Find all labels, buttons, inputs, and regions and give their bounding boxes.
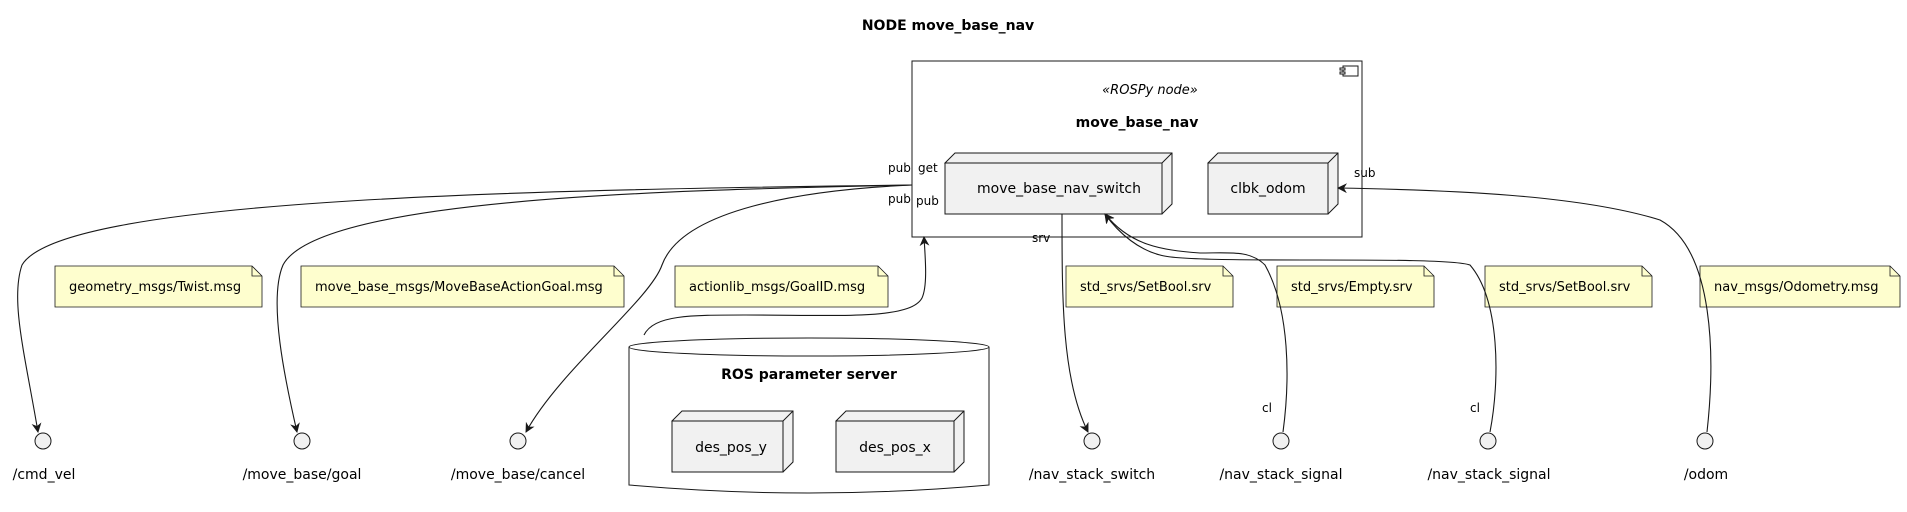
note-label: nav_msgs/Odometry.msg <box>1714 280 1878 295</box>
topic-label: /nav_stack_signal <box>1427 467 1550 483</box>
edge-cl-nav-stack-signal-2 <box>1104 213 1497 433</box>
topic-move-base-cancel: /move_base/cancel <box>451 432 585 483</box>
topic-nav-stack-switch: /nav_stack_switch <box>1029 432 1155 483</box>
topic-label: /cmd_vel <box>13 467 76 483</box>
param-des-pos-y: des_pos_y <box>671 410 794 473</box>
note-label: move_base_msgs/MoveBaseActionGoal.msg <box>315 280 603 295</box>
edge-label-pub-1: pub <box>888 161 911 175</box>
edge-label-cl-1: cl <box>1262 401 1272 415</box>
edge-label-srv: srv <box>1032 231 1050 245</box>
component-icon <box>1339 65 1359 77</box>
edge-label-sub: sub <box>1354 166 1375 180</box>
topic-cmd-vel: /cmd_vel <box>13 432 76 483</box>
edge-sub-odom <box>1337 183 1712 433</box>
note-setbool-srv-2: std_srvs/SetBool.srv <box>1484 265 1653 308</box>
edge-label-pub-2: pub <box>888 192 911 206</box>
component-label: clbk_odom <box>1230 181 1305 197</box>
param-server-title: ROS parameter server <box>721 367 897 383</box>
param-label: des_pos_y <box>695 440 767 456</box>
topic-nav-stack-signal-1: /nav_stack_signal <box>1219 432 1343 483</box>
topic-label: /nav_stack_signal <box>1219 467 1342 483</box>
edge-label-get: get <box>918 161 938 175</box>
topic-label: /move_base/cancel <box>451 467 585 483</box>
topic-label: /nav_stack_switch <box>1029 467 1155 483</box>
diagram-title: NODE move_base_nav <box>862 18 1034 34</box>
node-stereotype: «ROSPy node» <box>1102 83 1198 98</box>
note-move-base-goal-msg: move_base_msgs/MoveBaseActionGoal.msg <box>300 265 625 308</box>
component-label: move_base_nav_switch <box>977 181 1141 197</box>
topic-nav-stack-signal-2: /nav_stack_signal <box>1427 432 1551 483</box>
edge-pub-move-base-goal <box>276 184 913 433</box>
note-label: geometry_msgs/Twist.msg <box>69 280 241 295</box>
topic-interfaces: /cmd_vel /move_base/goal /move_base/canc… <box>13 432 1728 483</box>
note-label: actionlib_msgs/GoalID.msg <box>689 280 865 295</box>
param-server-database: ROS parameter server des_pos_y des_pos_x <box>628 337 990 494</box>
edges <box>17 183 1712 433</box>
node-name: move_base_nav <box>1076 115 1199 131</box>
note-label: std_srvs/SetBool.srv <box>1499 280 1631 295</box>
topic-move-base-goal: /move_base/goal <box>243 432 362 483</box>
topic-odom: /odom <box>1684 432 1728 483</box>
note-goal-id-msg: actionlib_msgs/GoalID.msg <box>674 265 889 308</box>
edge-pub-move-base-cancel <box>525 184 913 433</box>
note-odometry-msg: nav_msgs/Odometry.msg <box>1699 265 1901 308</box>
component-move-base-nav-switch: move_base_nav_switch <box>944 152 1173 215</box>
node-box: «ROSPy node» move_base_nav move_base_nav… <box>911 60 1363 238</box>
param-label: des_pos_x <box>859 440 931 456</box>
param-des-pos-x: des_pos_x <box>835 410 965 473</box>
edge-get-param-server <box>643 236 930 336</box>
edge-srv-nav-stack-switch <box>1061 213 1089 433</box>
note-setbool-srv-1: std_srvs/SetBool.srv <box>1065 265 1234 308</box>
topic-label: /move_base/goal <box>243 467 362 483</box>
note-label: std_srvs/SetBool.srv <box>1080 280 1212 295</box>
edge-label-pub-3: pub <box>916 194 939 208</box>
edge-cl-nav-stack-signal-1 <box>1104 213 1288 433</box>
note-label: std_srvs/Empty.srv <box>1291 280 1413 295</box>
edge-pub-cmd-vel <box>17 184 913 433</box>
edge-label-cl-2: cl <box>1470 401 1480 415</box>
note-geometry-twist: geometry_msgs/Twist.msg <box>54 265 263 308</box>
note-empty-srv: std_srvs/Empty.srv <box>1276 265 1435 308</box>
component-clbk-odom: clbk_odom <box>1207 152 1339 215</box>
topic-label: /odom <box>1684 467 1728 483</box>
